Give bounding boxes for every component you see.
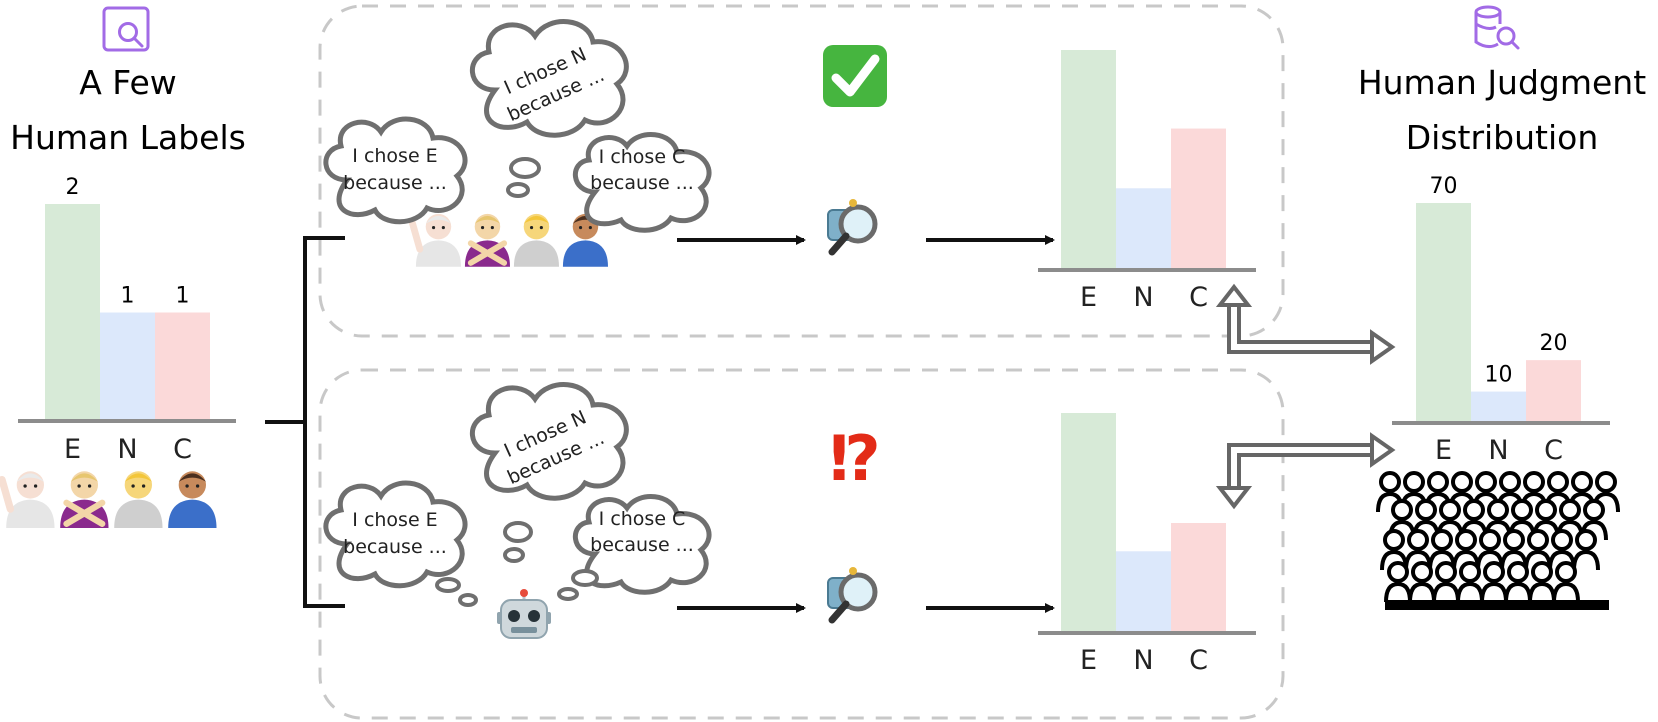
crowd-person [1552,561,1580,603]
check-mark-icon [823,45,887,107]
bar-c [1171,128,1226,270]
crowd-icon [1376,471,1620,610]
bar-n [1116,188,1171,270]
cloud-text-e-line1: I chose E [352,509,437,531]
top-panel [318,4,1285,338]
crowd-base [1385,600,1609,610]
cloud-text-c-line2: because ... [590,534,694,556]
bar-value-label: 1 [121,284,135,309]
right-header: Human Judgment Distribution [1358,5,1646,157]
crowd-person [1456,561,1484,603]
chart-few-human-labels: 2E 1N 1C [18,175,236,465]
left-header: A Few Human Labels [10,6,246,157]
person-figure [60,471,109,528]
person-figure [114,471,163,528]
left-title-line1: A Few [79,63,177,102]
double-arrow-top-comparison [1215,283,1396,365]
thought-cloud-c-bottom: I chose C because ... [572,494,712,595]
cloud-text-e-line2: because ... [343,172,447,194]
category-label: N [1488,435,1508,466]
person-figure [464,213,510,267]
double-arrow-bottom-comparison [1215,432,1396,510]
bar-value-label: 10 [1485,363,1513,388]
bar-n [100,312,155,421]
search-icon [102,6,150,52]
bar-c [1526,360,1581,423]
thought-cloud-n-top: I chose N because ... [470,19,629,138]
thought-bubbles-bottom [435,521,599,607]
interrobang-mark: ⁉ [829,422,880,495]
thought-bubbles-n-top [506,157,541,198]
crowd-person [1504,561,1532,603]
crowd-person [1580,499,1608,541]
bar-n [1116,551,1171,633]
crowd-person [1556,499,1584,541]
branch-bracket [265,236,345,608]
bar-e [45,204,100,421]
person-figure [513,213,559,267]
category-label: E [1080,282,1097,313]
category-label: E [1435,435,1452,466]
bar-value-label: 70 [1430,174,1458,199]
bar-value-label: 1 [176,284,190,309]
left-title-line2: Human Labels [10,118,246,157]
bar-c [155,312,210,421]
person-figure [408,213,461,267]
bar-e [1061,50,1116,270]
magnifier-evaluator-icon-bottom [827,567,878,624]
category-label: C [1544,435,1563,466]
person-figure [168,471,217,528]
thought-cloud-n-bottom: I chose N because ... [470,382,629,501]
chart-human-judgment: 70E 10N 20C [1392,174,1610,466]
bar-value-label: 20 [1540,331,1568,356]
thought-cloud-e-top: I chose E because ... [323,116,468,225]
crowd-person [1384,561,1412,603]
annotator-people-left [0,471,217,528]
crowd-person [1432,561,1460,603]
bar-value-label: 2 [66,175,80,200]
crowd-person [1480,561,1508,603]
category-label: N [1133,645,1153,676]
bar-n [1471,391,1526,423]
cloud-text-c-line1: I chose C [599,146,686,168]
thought-cloud-c-top: I chose C because ... [572,132,712,233]
robot-icon [497,589,551,639]
right-title-line1: Human Judgment [1358,63,1646,102]
thought-cloud-e-bottom: I chose E because ... [323,480,468,589]
category-label: C [1189,645,1208,676]
bar-e [1416,203,1471,423]
annotator-people-top [408,213,608,267]
crowd-person [1572,529,1600,571]
category-label: C [1189,282,1208,313]
person-figure [0,471,55,528]
crowd-person [1524,529,1552,571]
bottom-panel [318,368,1285,720]
crowd-person [1408,561,1436,603]
cloud-text-c-line2: because ... [590,172,694,194]
cloud-text-e-line2: because ... [343,536,447,558]
category-label: E [64,434,81,465]
category-label: N [117,434,137,465]
database-search-icon [1474,5,1520,50]
category-label: C [173,434,192,465]
category-label: N [1133,282,1153,313]
cloud-text-e-line1: I chose E [352,145,437,167]
cloud-text-c-line1: I chose C [599,508,686,530]
category-label: E [1080,645,1097,676]
bar-e [1061,413,1116,633]
right-title-line2: Distribution [1406,118,1599,157]
crowd-person [1592,471,1620,513]
crowd-person [1528,561,1556,603]
magnifier-evaluator-icon-top [827,199,878,256]
bar-c [1171,523,1226,633]
